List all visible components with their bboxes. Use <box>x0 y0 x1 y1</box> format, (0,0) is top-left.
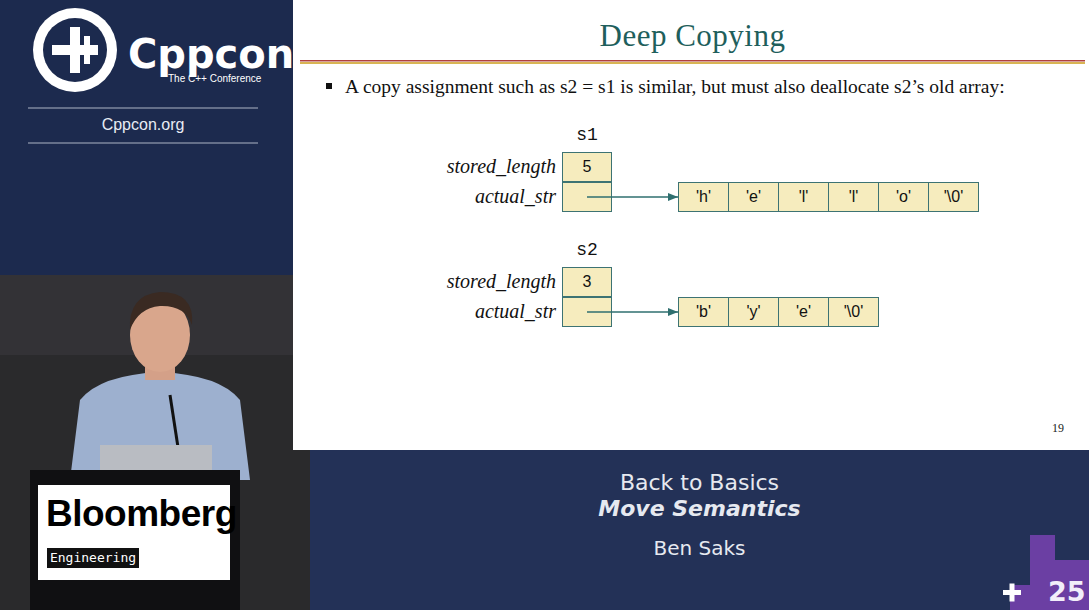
cell-value: '\0' <box>929 183 978 211</box>
array-cell: '\0' <box>828 297 879 327</box>
cell-value: 3 <box>563 268 611 296</box>
cell-value: 'l' <box>829 183 878 211</box>
slide-title: Deep Copying <box>300 18 1085 54</box>
member-cell: actual_str <box>562 297 612 327</box>
sponsor-tagline: Engineering <box>47 548 139 568</box>
anniversary-number: 25 <box>1048 576 1088 608</box>
cell-value: 'o' <box>879 183 928 211</box>
array-cell: 'o' <box>878 182 929 212</box>
sponsor-box: BloombergEngineering <box>38 485 230 580</box>
talk-title: Move Semantics <box>310 496 1089 522</box>
array-cell: 'h' <box>678 182 729 212</box>
array-cell: 'l' <box>778 182 829 212</box>
title-rule <box>300 60 1085 62</box>
member-cell: actual_str <box>562 182 612 212</box>
object-box: s2stored_length3actual_str <box>562 267 612 327</box>
cell-value: 'l' <box>779 183 828 211</box>
pointer-arrow <box>587 196 678 198</box>
cell-value: 'e' <box>779 298 828 326</box>
cell-value: 'h' <box>679 183 728 211</box>
array-cell: 'e' <box>728 182 779 212</box>
logo-plus <box>70 27 80 73</box>
object-name: s1 <box>562 125 612 145</box>
speaker-video <box>0 275 312 610</box>
talk-series: Back to Basics <box>310 470 1089 496</box>
title-rule <box>300 62 1085 64</box>
conference-name: Cppcon <box>128 30 288 78</box>
cell-value: 'y' <box>729 298 778 326</box>
array-cell: 'b' <box>678 297 729 327</box>
array-cell: 'e' <box>778 297 829 327</box>
object-name: s2 <box>562 240 612 260</box>
member-name: actual_str <box>475 185 556 208</box>
member-name: actual_str <box>475 300 556 323</box>
website: Cppcon.org <box>28 115 258 134</box>
cell-value: 'e' <box>729 183 778 211</box>
info-band <box>310 450 1089 610</box>
array-cell: 'l' <box>828 182 879 212</box>
cell-value: '\0' <box>829 298 878 326</box>
plus-symbol <box>1010 584 1015 602</box>
cell-value: 5 <box>563 153 611 181</box>
logo-ring <box>33 8 117 92</box>
divider-line <box>28 107 258 109</box>
bullet-mark <box>326 83 332 89</box>
speaker-shirt <box>70 372 250 480</box>
conference-tagline: The C++ Conference <box>168 73 278 85</box>
podium <box>30 470 240 610</box>
speaker-hair <box>130 292 192 330</box>
sponsor-name: Bloomberg <box>46 493 237 535</box>
pointer-arrow <box>587 311 678 313</box>
slide <box>293 0 1089 450</box>
divider-line <box>28 142 258 144</box>
slide-number: 19 <box>1030 421 1064 435</box>
member-cell: stored_length5 <box>562 152 612 182</box>
array-cell: '\0' <box>928 182 979 212</box>
logo-core <box>43 18 107 82</box>
sponsor-tag: Engineering <box>47 548 139 568</box>
logo-panel <box>0 0 293 275</box>
object-box: s1stored_length5actual_str <box>562 152 612 212</box>
array-cell: 'y' <box>728 297 779 327</box>
member-name: stored_length <box>447 155 556 178</box>
logo-plus <box>84 36 90 64</box>
member-cell: stored_length3 <box>562 267 612 297</box>
cell-value: 'b' <box>679 298 728 326</box>
member-name: stored_length <box>447 270 556 293</box>
anniversary-badge <box>1010 535 1089 610</box>
bullet-text: A copy assignment such as s2 = s1 is sim… <box>345 75 1060 98</box>
speaker-name: Ben Saks <box>310 536 1089 560</box>
